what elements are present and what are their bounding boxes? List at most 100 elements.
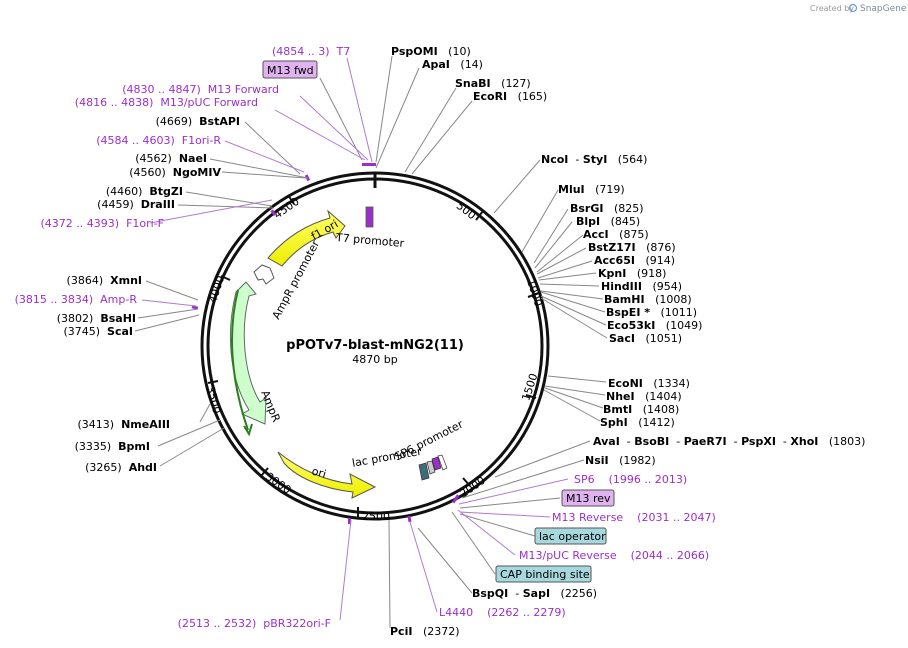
- site-label-econi-part: EcoNI: [608, 377, 643, 390]
- site-label-ecori: EcoRI (165): [473, 90, 547, 103]
- site-label-bstz-part: BstZ17I: [588, 241, 636, 254]
- site-label-xmni: (3864) XmnI: [67, 274, 142, 287]
- site-label-ncoi-part: StyI: [583, 153, 607, 166]
- site-label-m13pucr: M13/pUC Reverse (2044 .. 2066): [519, 549, 709, 562]
- site-label-ncoi-part: (564): [607, 153, 647, 166]
- site-label-bamhi-part: BamHI: [604, 293, 645, 306]
- site-label-pcii-part: (2372): [412, 625, 459, 638]
- site-label-apa: ApaI (14): [422, 58, 483, 71]
- site-label-avai-part: -: [620, 435, 634, 448]
- site-label-bsrgi: BsrGI (825): [570, 202, 644, 215]
- site-label-t7: (4854 .. 3) T7: [272, 45, 350, 58]
- site-label-bspqi-part: -: [508, 587, 522, 600]
- site-label-bspqi-part: BspQI: [472, 587, 508, 600]
- m13-rev-box: M13 rev: [561, 489, 615, 507]
- site-label-naei: (4562) NaeI: [135, 152, 207, 165]
- site-label-snab: SnaBI (127): [455, 77, 531, 90]
- site-label-nsii: NsiI (1982): [585, 454, 656, 467]
- primer-marks: [191, 163, 460, 524]
- site-label-avai-part: XhoI: [790, 435, 818, 448]
- backbone: [200, 171, 550, 521]
- site-label-naei-part: NaeI: [179, 152, 207, 165]
- site-label-snab-part: (127): [491, 77, 531, 90]
- site-label-bsahi-part: BsaHI: [100, 312, 136, 325]
- site-label-nhei: NheI (1404): [606, 390, 682, 403]
- site-label-nsii-part: NsiI: [585, 454, 609, 467]
- site-label-ampr_r: (3815 .. 3834) Amp-R: [15, 293, 138, 306]
- site-label-hind: HindIII (954): [601, 280, 682, 293]
- site-label-xmni-part: XmnI: [110, 274, 142, 287]
- site-label-psp-part: PspOMI: [391, 45, 438, 58]
- site-label-nmeaiii-part: NmeAIII: [121, 418, 170, 431]
- tick-2000: 2000: [457, 474, 487, 501]
- site-label-scai: (3745) ScaI: [63, 325, 133, 338]
- site-label-sp6-part: SP6 (1996 .. 2013): [574, 473, 687, 486]
- lac-operator-label: lac operator: [539, 530, 606, 543]
- site-label-l4440: L4440 (2262 .. 2279): [439, 606, 566, 619]
- cap-binding-label: CAP binding site: [500, 568, 590, 581]
- site-label-f1r: (4584 .. 4603) F1ori-R: [96, 134, 221, 147]
- site-label-btgzi: (4460) BtgZI: [106, 185, 183, 198]
- site-label-kpni-part: KpnI: [598, 267, 626, 280]
- tick-3000: 3000: [263, 470, 293, 497]
- site-label-bsahi-part: (3802): [57, 312, 101, 325]
- site-label-btgzi-part: (4460): [106, 185, 150, 198]
- site-label-ahdi-part: AhdI: [129, 461, 157, 474]
- site-label-avai-part: -: [669, 435, 683, 448]
- site-label-hind-part: HindIII: [601, 280, 642, 293]
- site-label-acc65-part: Acc65I: [594, 254, 635, 267]
- site-label-eco53-part: (1049): [655, 319, 702, 332]
- m13-rev-label: M13 rev: [566, 492, 611, 505]
- site-label-avai-part: PspXI: [741, 435, 776, 448]
- plasmid-name: pPOTv7-blast-mNG2(11): [286, 338, 464, 353]
- credit-prefix: Created by: [810, 4, 854, 13]
- site-label-ahdi: (3265) AhdI: [85, 461, 157, 474]
- site-label-econi-part: (1334): [643, 377, 690, 390]
- site-label-bpmi-part: (3335): [75, 440, 119, 453]
- site-label-bspei: BspEI * (1011): [606, 306, 697, 319]
- site-label-hind-part: (954): [642, 280, 682, 293]
- site-label-ngomiv-part: (4560): [129, 166, 173, 179]
- site-label-eco53: Eco53kI (1049): [607, 319, 702, 332]
- site-label-econi: EcoNI (1334): [608, 377, 690, 390]
- site-label-btgzi-part: BtgZI: [149, 185, 183, 198]
- ori-feature: ori: [277, 451, 377, 499]
- t7-promoter-feature: T7 promoter: [335, 206, 406, 250]
- cap-binding-box: CAP binding site: [495, 565, 592, 583]
- site-label-draiii-part: DraIII: [141, 198, 175, 211]
- site-label-eco53-part: Eco53kI: [607, 319, 655, 332]
- site-label-avai-part: -: [727, 435, 741, 448]
- site-label-bstz: BstZ17I (876): [588, 241, 676, 254]
- site-label-mlui: MluI (719): [558, 183, 625, 196]
- site-label-t7-part: (4854 .. 3) T7: [272, 45, 350, 58]
- site-label-ngomiv-part: NgoMIV: [173, 166, 222, 179]
- site-label-m13r: M13 Reverse (2031 .. 2047): [552, 511, 716, 524]
- site-label-ncoi: NcoI - StyI (564): [541, 153, 647, 166]
- credit-brand: SnapGene: [860, 4, 907, 14]
- site-label-mlui-part: MluI: [558, 183, 585, 196]
- m13-fwd-box: M13 fwd: [262, 60, 318, 79]
- site-label-snab-part: SnaBI: [455, 77, 491, 90]
- site-label-bmti-part: BmtI: [603, 403, 632, 416]
- site-label-saci-part: (1051): [635, 332, 682, 345]
- t7-promoter-label: T7 promoter: [335, 231, 406, 250]
- site-label-bpmi-part: BpmI: [118, 440, 150, 453]
- site-label-f1f: (4372 .. 4393) F1ori-F: [41, 217, 164, 230]
- site-label-ecori-part: EcoRI: [473, 90, 507, 103]
- site-label-nmeaiii: (3413) NmeAIII: [78, 418, 171, 431]
- site-label-nmeaiii-part: (3413): [78, 418, 122, 431]
- site-label-blpi-part: BlpI: [576, 215, 600, 228]
- site-label-m13f: (4830 .. 4847) M13 Forward: [122, 83, 279, 96]
- site-label-bmti: BmtI (1408): [603, 403, 679, 416]
- site-label-l4440-part: L4440 (2262 .. 2279): [439, 606, 566, 619]
- site-label-avai-part: (1803): [818, 435, 865, 448]
- site-label-bamhi-part: (1008): [645, 293, 692, 306]
- site-label-sp6: SP6 (1996 .. 2013): [574, 473, 687, 486]
- site-label-bsrgi-part: (825): [603, 202, 643, 215]
- site-label-ahdi-part: (3265): [85, 461, 129, 474]
- m13-fwd-label: M13 fwd: [267, 64, 314, 77]
- site-label-acci: AccI (875): [583, 228, 649, 241]
- snapgene-logo-icon: [848, 3, 858, 13]
- site-label-blpi-part: (845): [600, 215, 640, 228]
- site-label-nhei-part: (1404): [635, 390, 682, 403]
